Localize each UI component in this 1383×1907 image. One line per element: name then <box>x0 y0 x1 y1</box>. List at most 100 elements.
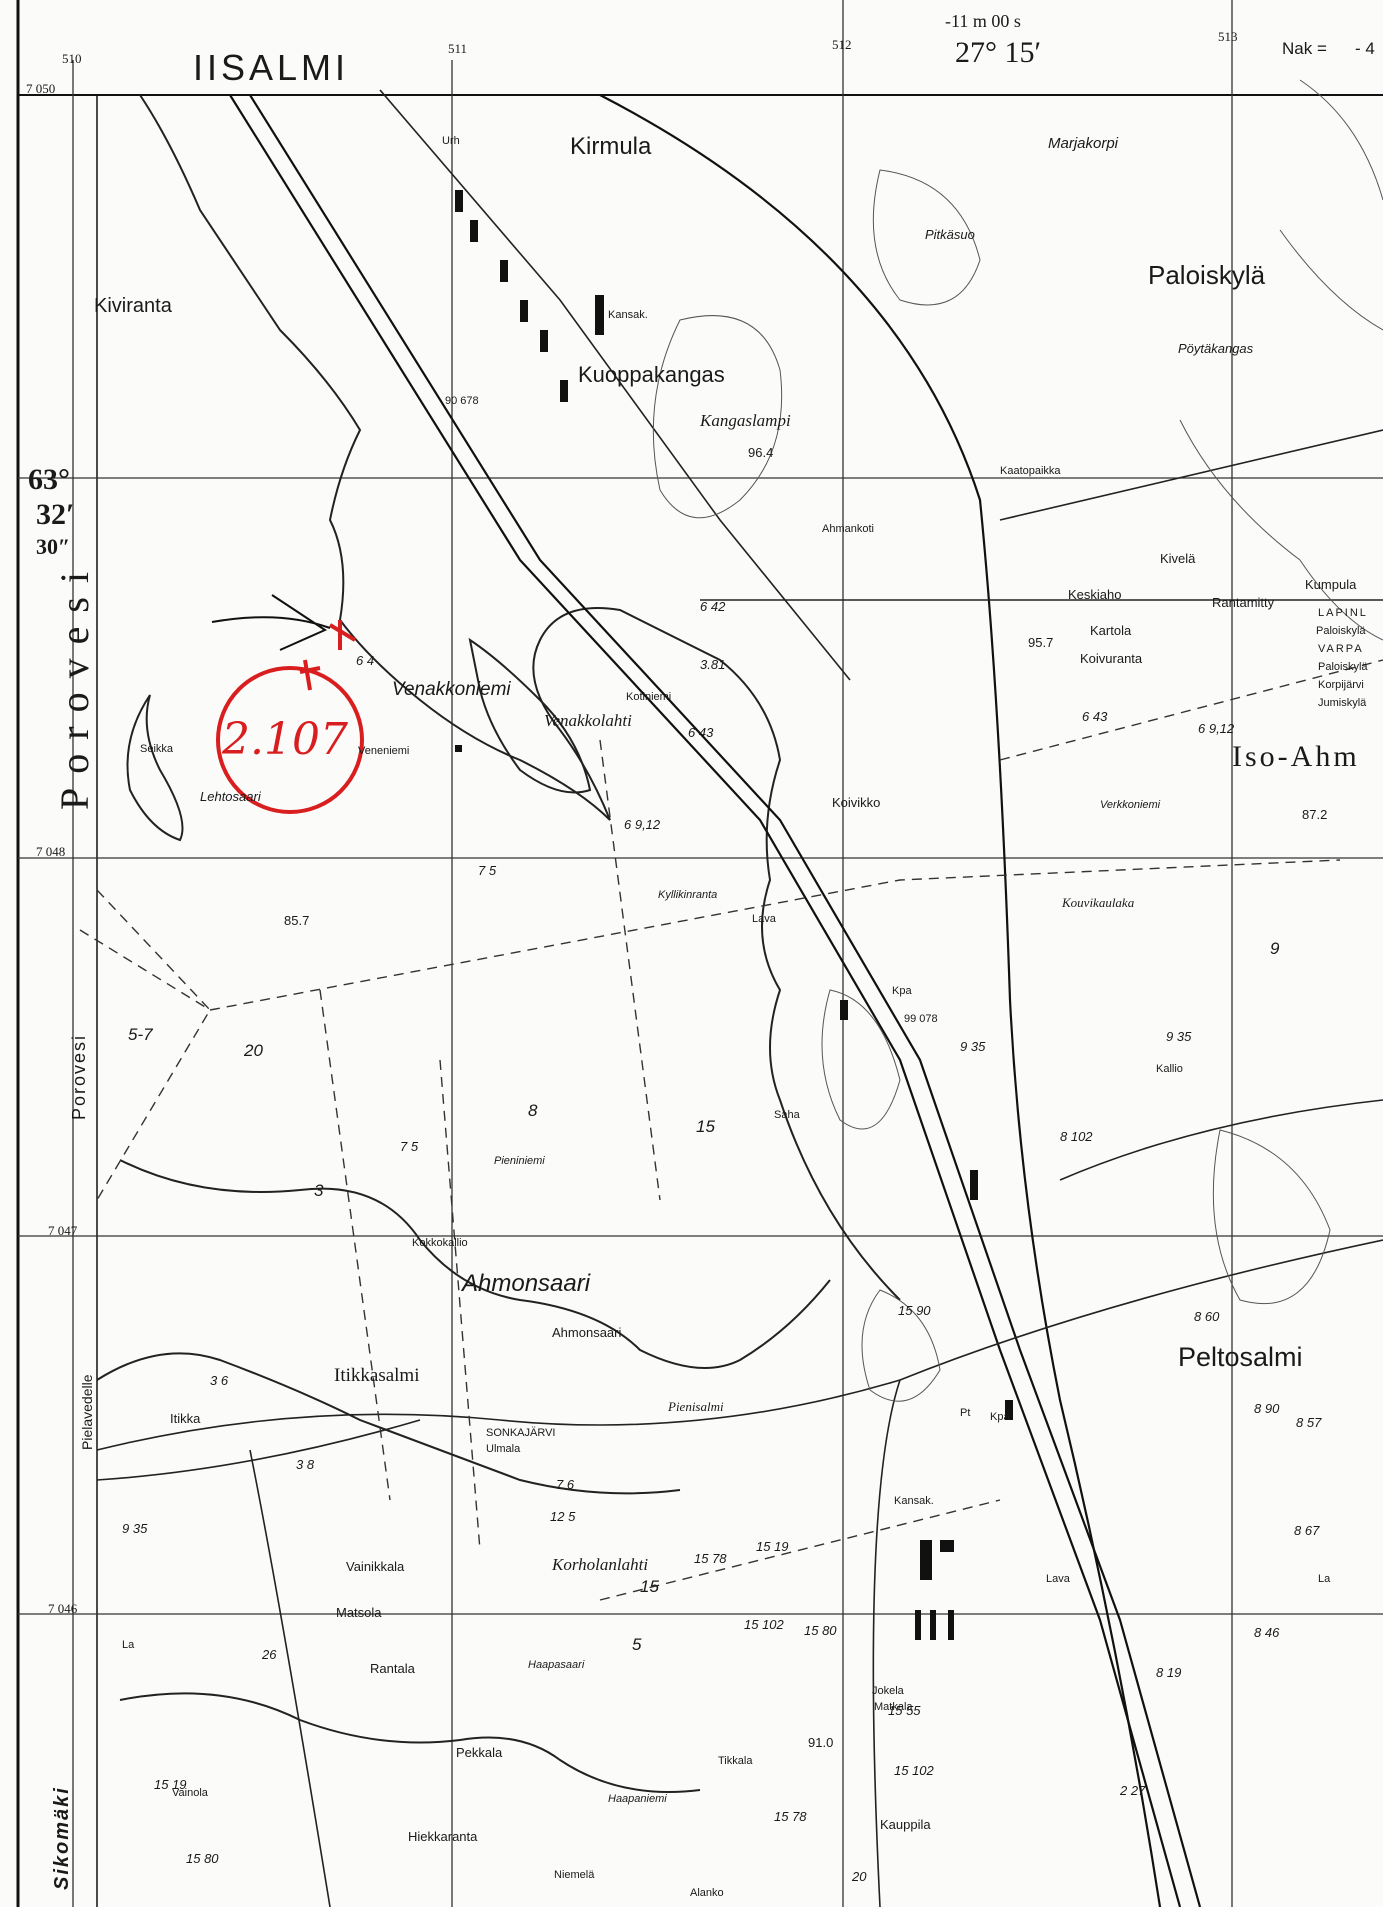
roads <box>96 89 1383 1907</box>
height-label: 2 27 <box>1120 1783 1146 1798</box>
buildings <box>455 190 1013 1640</box>
height-label: 95.7 <box>1028 635 1054 650</box>
place-kauppila: Kauppila <box>880 1817 931 1832</box>
place-korpijarvi: Korpijärvi <box>1318 679 1364 691</box>
height-label: 7 5 <box>478 863 497 878</box>
place-la-right: La <box>1318 1573 1331 1585</box>
height-label: 15 19 <box>756 1539 789 1554</box>
depth-label: 7 5 <box>400 1139 419 1154</box>
place-jokela: Jokela <box>872 1685 904 1697</box>
place-matsola: Matsola <box>336 1605 382 1620</box>
height-label: 90 678 <box>445 395 479 407</box>
height-label: 9 35 <box>1166 1029 1192 1044</box>
place-lapinlahti: LAPINL <box>1318 607 1368 619</box>
place-urh: Urh <box>442 135 460 147</box>
height-label: 3 8 <box>296 1457 315 1472</box>
latitude-min: 32′ <box>36 498 75 531</box>
place-koivikko: Koivikko <box>832 795 881 810</box>
depth-label: 3 <box>314 1181 324 1200</box>
depth-label: 5-7 <box>128 1025 153 1044</box>
easting-510: 510 <box>62 51 82 66</box>
place-kivela: Kivelä <box>1160 551 1196 566</box>
place-kotiniemi: Kotiniemi <box>626 691 672 703</box>
height-label: 6 42 <box>700 599 726 614</box>
height-label: 6 9,12 <box>624 817 661 832</box>
place-kangaslampi: Kangaslampi <box>700 411 791 430</box>
place-sonkajarvi: SONKAJÄRVI <box>486 1427 556 1439</box>
easting-513: 513 <box>1218 29 1238 44</box>
northing-7046: 7 046 <box>48 1601 78 1616</box>
place-ahmankoti: Ahmankoti <box>822 523 874 535</box>
place-matkala: Matkala <box>874 1701 913 1713</box>
railway-lines <box>229 94 1202 1907</box>
place-paloiskyla: Paloiskylä <box>1148 260 1266 290</box>
place-marjakorpi: Marjakorpi <box>1048 135 1119 152</box>
place-lava: Lava <box>752 913 776 925</box>
place-lehtosaari: Lehtosaari <box>200 789 261 804</box>
time-offset: -11 m 00 s <box>945 11 1021 31</box>
height-label: 26 <box>262 1647 277 1662</box>
height-label: 85.7 <box>284 913 310 928</box>
place-kpa-bottom: Kpa <box>990 1411 1010 1423</box>
place-iso-ahmo: Iso-Ahm <box>1232 740 1360 773</box>
place-seikka: Seikka <box>140 743 174 755</box>
place-jumiskyla: Jumiskylä <box>1318 697 1367 709</box>
place-kumpula: Kumpula <box>1305 577 1357 592</box>
place-kyllikinranta: Kyllikinranta <box>658 889 718 901</box>
shorelines <box>96 94 901 1793</box>
height-label: 8 57 <box>1296 1415 1322 1430</box>
place-vainola: Vainola <box>172 1787 208 1799</box>
place-koivuranta: Koivuranta <box>1080 651 1143 666</box>
height-label: 6 43 <box>688 725 714 740</box>
nak-label: Nak = <box>1282 39 1327 58</box>
place-lava-bottom: Lava <box>1046 1573 1070 1585</box>
height-label: 6 9,12 <box>1198 721 1235 736</box>
porovesi-vertical-large: Porovesi <box>52 558 97 810</box>
place-tikkala: Tikkala <box>718 1755 753 1767</box>
height-label: 15 102 <box>744 1617 784 1632</box>
place-itikka: Itikka <box>170 1411 201 1426</box>
place-haapasaari: Haapasaari <box>528 1659 585 1671</box>
depth-label: 20 <box>244 1041 263 1060</box>
place-hiekkaranta: Hiekkaranta <box>408 1829 478 1844</box>
place-ahmonsaari: Ahmonsaari <box>552 1325 622 1340</box>
place-kartola: Kartola <box>1090 623 1132 638</box>
place-keskiaho: Keskiaho <box>1068 587 1122 602</box>
northing-7050: 7 050 <box>26 81 56 96</box>
place-varpa: VARPA <box>1318 643 1364 655</box>
easting-512: 512 <box>832 37 852 52</box>
height-label: 12 5 <box>550 1509 576 1524</box>
height-label: 9 35 <box>122 1521 148 1536</box>
place-kouvikaulaka: Kouvikaulaka <box>1062 895 1135 910</box>
place-rantamitty: Rantamitty <box>1212 595 1275 610</box>
place-haapaniemi: Haapaniemi <box>608 1793 667 1805</box>
contours <box>652 79 1383 1402</box>
height-label: 8 46 <box>1254 1625 1280 1640</box>
easting-511: 511 <box>448 41 468 56</box>
place-kiviranta: Kiviranta <box>94 295 172 317</box>
place-vainikkala: Vainikkala <box>346 1559 405 1574</box>
place-kokkokallio: Kokkokallio <box>412 1237 468 1249</box>
place-kuoppakangas: Kuoppakangas <box>578 362 725 387</box>
height-label: 15 102 <box>894 1763 934 1778</box>
latitude-deg: 63° <box>28 463 70 496</box>
height-label: 6 43 <box>1082 709 1108 724</box>
depth-label: 15 <box>696 1117 715 1136</box>
map-title: IISALMI <box>193 47 350 88</box>
place-venakkoniemi: Venakkoniemi <box>392 679 511 700</box>
northing-7048: 7 048 <box>36 844 66 859</box>
place-saha: Saha <box>774 1109 800 1121</box>
height-label: 15 80 <box>804 1623 837 1638</box>
place-ulmala: Ulmala <box>486 1443 521 1455</box>
sikomaki-label: Sikomäki <box>51 1786 73 1890</box>
depth-label: 15 <box>640 1577 659 1596</box>
latitude-sec: 30″ <box>36 534 71 559</box>
height-label: 15 80 <box>186 1851 219 1866</box>
place-pienisalmi: Pienisalmi <box>668 1399 724 1414</box>
height-label: 15 55 <box>888 1703 921 1718</box>
pielavedelle-label: Pielavedelle <box>79 1374 95 1451</box>
place-kirmula: Kirmula <box>570 133 652 160</box>
height-label: 15 78 <box>774 1809 807 1824</box>
depth-label: 5 <box>632 1635 642 1654</box>
place-kallio: Kallio <box>1156 1063 1183 1075</box>
